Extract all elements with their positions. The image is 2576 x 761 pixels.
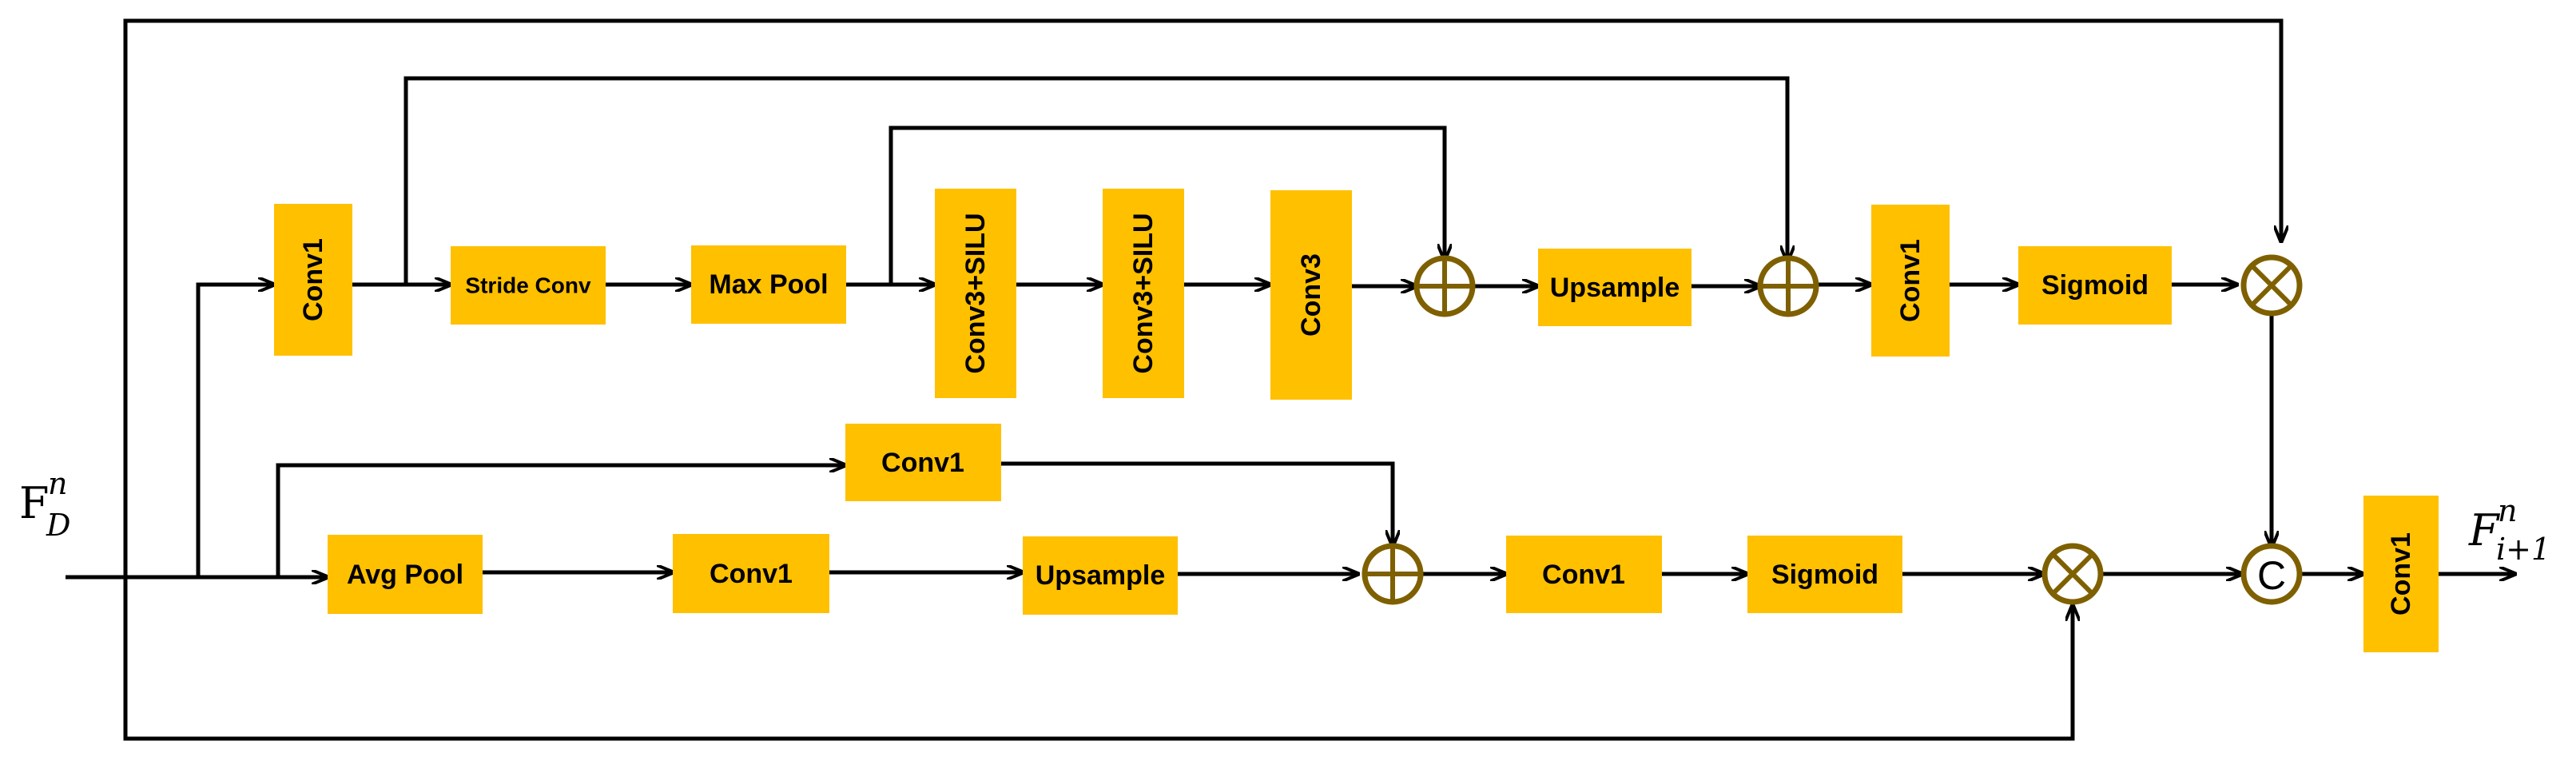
block-label: Conv1 — [298, 238, 328, 321]
concat-operator: C — [2240, 543, 2303, 605]
add-operator-1 — [1413, 255, 1476, 317]
block-label: Avg Pool — [347, 560, 463, 590]
edge-top-skip-loop — [123, 18, 2281, 577]
block-conv1-bottom-right: Conv1 — [1506, 536, 1662, 613]
block-label: Stride Conv — [465, 273, 591, 298]
multiply-operator-bottom — [2041, 543, 2104, 605]
input-label-subscript: D — [46, 508, 70, 543]
block-max-pool: Max Pool — [691, 245, 846, 324]
block-sigmoid-top: Sigmoid — [2018, 246, 2172, 325]
block-avg-pool: Avg Pool — [328, 535, 483, 614]
block-conv1-top-right: Conv1 — [1871, 205, 1950, 357]
block-conv1-output: Conv1 — [2363, 496, 2439, 652]
edge-skip-to-add2 — [403, 76, 1787, 285]
output-label: F n i+1 — [2468, 493, 2550, 567]
input-label-base: F — [19, 478, 49, 528]
output-label-superscript: n — [2498, 493, 2517, 528]
block-label: Conv3+SILU — [960, 213, 991, 373]
edge-to-conv1-top — [196, 285, 274, 577]
input-label-superscript: n — [48, 466, 67, 501]
edge-conv1-branch-to-add3 — [1001, 461, 1393, 546]
block-label: Upsample — [1036, 560, 1166, 591]
block-label: Conv1 — [2386, 532, 2416, 616]
block-label: Sigmoid — [2041, 270, 2149, 301]
block-label: Conv1 — [710, 559, 793, 589]
block-conv3: Conv3 — [1270, 190, 1352, 400]
block-label: Conv3 — [1296, 253, 1326, 337]
operators: C — [1362, 254, 2303, 605]
block-sigmoid-bottom: Sigmoid — [1747, 536, 1902, 613]
block-upsample-top: Upsample — [1538, 249, 1691, 326]
block-label: Conv1 — [881, 448, 964, 478]
block-label: Sigmoid — [1771, 560, 1878, 590]
add-operator-3 — [1362, 543, 1424, 605]
input-label: F n D — [19, 466, 70, 543]
output-label-subscript: i+1 — [2496, 532, 2550, 567]
concat-letter: C — [2257, 553, 2286, 598]
add-operator-2 — [1757, 255, 1819, 317]
blocks: Conv1 Stride Conv Max Pool Conv3+SILU Co… — [274, 189, 2439, 652]
block-conv3-silu-2: Conv3+SILU — [1103, 189, 1184, 398]
block-conv1-top: Conv1 — [274, 204, 352, 356]
block-conv1-bottom: Conv1 — [673, 534, 829, 613]
block-label: Upsample — [1550, 273, 1680, 303]
block-label: Conv1 — [1542, 560, 1625, 590]
connections — [66, 18, 2515, 741]
block-upsample-bottom: Upsample — [1023, 536, 1178, 615]
block-label: Conv3+SILU — [1128, 213, 1159, 373]
block-stride-conv: Stride Conv — [451, 246, 606, 325]
output-label-base: F — [2468, 505, 2501, 556]
block-label: Conv1 — [1895, 239, 1926, 322]
multiply-operator-top — [2240, 254, 2303, 317]
edge-bottom-skip-loop — [123, 577, 2073, 741]
block-conv3-silu-1: Conv3+SILU — [935, 189, 1016, 398]
block-conv1-branch: Conv1 — [845, 424, 1001, 501]
block-label: Max Pool — [709, 269, 828, 300]
edge-to-conv1-branch — [276, 465, 845, 577]
edge-skip-to-add1 — [888, 126, 1445, 285]
